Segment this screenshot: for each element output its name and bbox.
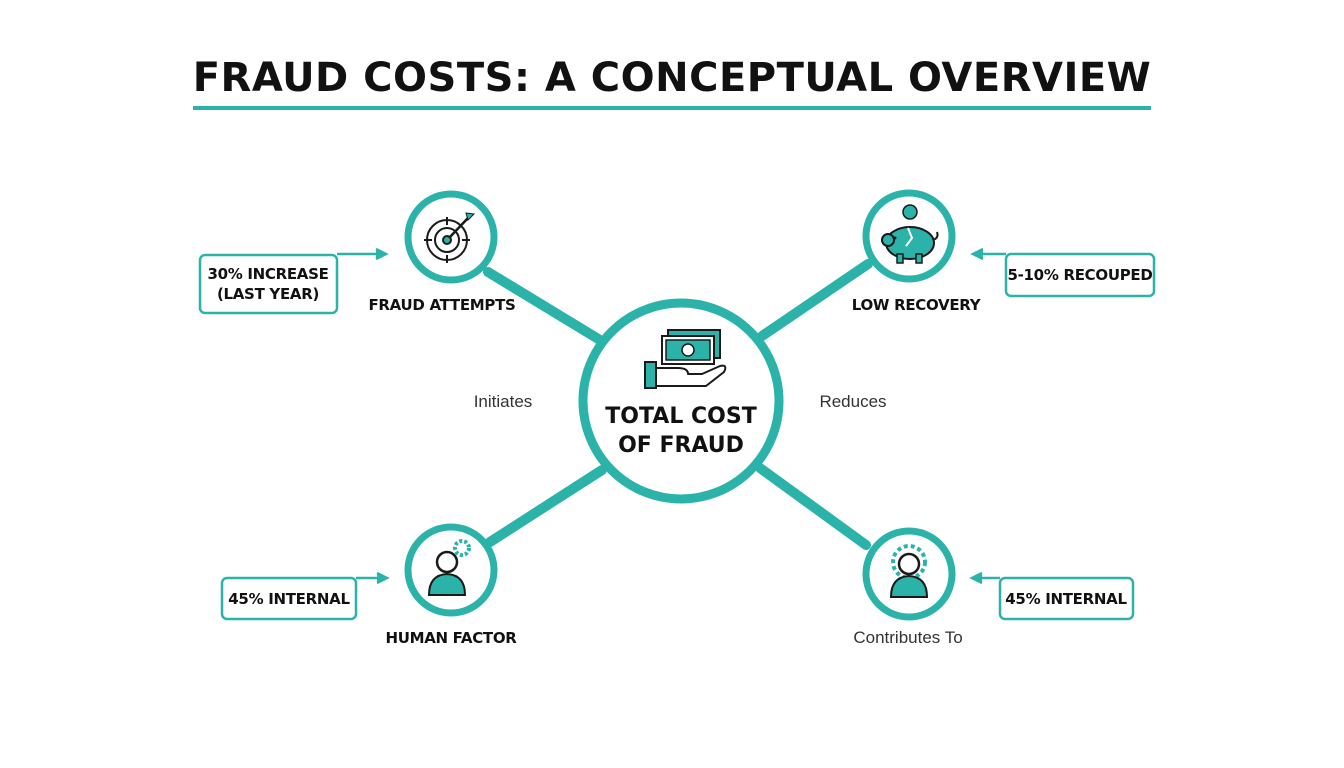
center-node xyxy=(578,298,784,504)
node-label-low-recovery: LOW RECOVERY xyxy=(851,296,981,314)
node-label-contributes-to: Contributes To xyxy=(853,628,963,647)
person-gear-icon xyxy=(427,539,471,596)
connectors xyxy=(483,259,873,550)
stat-box-top-right xyxy=(1004,252,1156,298)
arrow-top-left-head xyxy=(375,247,389,261)
connector-human-factor xyxy=(485,465,607,547)
target-arrow-icon xyxy=(424,212,476,263)
stat-top-left: 30% INCREASE (LAST YEAR) xyxy=(207,264,328,304)
money-hand-icon xyxy=(644,329,727,389)
connector-low-recovery xyxy=(757,259,873,341)
node-low-recovery xyxy=(862,189,956,283)
stat-box-bottom-left xyxy=(220,576,358,621)
node-human-factor xyxy=(404,523,498,617)
stat-top-left-line1: 30% INCREASE xyxy=(207,265,329,283)
arrow-bottom-right-head xyxy=(969,571,983,585)
diagram-title-wrap: FRAUD COSTS: A CONCEPTUAL OVERVIEW xyxy=(0,56,1344,110)
node-label-human-factor: HUMAN FACTOR xyxy=(385,629,517,647)
node-label-fraud-attempts: FRAUD ATTEMPTS xyxy=(368,296,516,314)
person-gear-icon xyxy=(889,544,929,598)
diagram-title: FRAUD COSTS: A CONCEPTUAL OVERVIEW xyxy=(192,56,1152,110)
stat-boxes xyxy=(198,252,1156,621)
node-fraud-attempts xyxy=(404,190,498,284)
stat-bottom-right: 45% INTERNAL xyxy=(1005,590,1127,608)
stat-box-bottom-right xyxy=(998,576,1135,621)
connector-fraud-attempts xyxy=(483,267,605,345)
stat-top-right: 5-10% RECOUPED xyxy=(1007,266,1153,284)
edge-label-initiates: Initiates xyxy=(473,392,533,411)
arrow-top-right-head xyxy=(970,247,984,261)
arrows xyxy=(337,247,1006,585)
node-contributes-to xyxy=(862,527,956,621)
stat-bottom-left: 45% INTERNAL xyxy=(228,590,350,608)
connector-contributes-to xyxy=(755,463,871,550)
stat-box-top-left xyxy=(198,253,339,315)
arrow-bottom-left-head xyxy=(376,571,390,585)
center-label: TOTAL COST OF FRAUD xyxy=(605,402,756,460)
edge-label-reduces: Reduces xyxy=(819,392,887,411)
stat-top-left-line2: (LAST YEAR) xyxy=(216,285,320,303)
center-label-line2: OF FRAUD xyxy=(618,433,744,458)
piggy-bank-icon xyxy=(881,204,939,264)
center-label-line1: TOTAL COST xyxy=(605,404,757,429)
